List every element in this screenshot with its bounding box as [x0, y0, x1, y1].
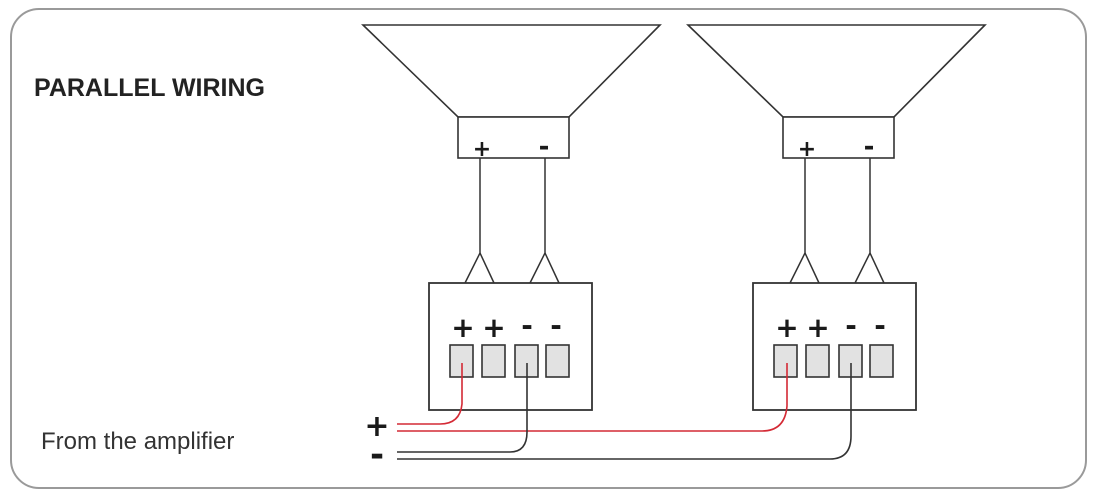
- speaker-1-terminal-housing: [457, 116, 570, 159]
- speaker-1-block-plus-1-label: +: [451, 311, 474, 344]
- speaker-2-plus-lead-fork: [804, 252, 820, 284]
- positive-wire-to-speaker-1: [397, 363, 463, 425]
- speaker-2-minus-lead-fork: [869, 252, 885, 284]
- speaker-2-block-plus-2-label: +: [806, 311, 829, 344]
- speaker-1-block-minus-2-label: -: [550, 309, 562, 342]
- positive-wire-to-speaker-2: [397, 363, 788, 432]
- speaker-1-block-minus-1-label: -: [521, 309, 533, 342]
- speaker-1-terminal-plus-2: [481, 344, 506, 378]
- speaker-1-block-plus-2-label: +: [482, 311, 505, 344]
- speaker-2-terminal-housing: [782, 116, 895, 159]
- speaker-1-minus-label: -: [539, 132, 550, 162]
- speaker-1: + - + + - -: [361, 24, 662, 411]
- speaker-2-terminal-minus-2: [869, 344, 894, 378]
- speaker-1-minus-lead-fork: [544, 252, 560, 284]
- speaker-1-plus-label: +: [473, 137, 491, 162]
- speaker-2-block-minus-1-label: -: [845, 309, 857, 342]
- amplifier-plus-label: +: [364, 409, 389, 444]
- negative-wire-to-speaker-1: [397, 363, 528, 453]
- speaker-2-block-minus-2-label: -: [874, 309, 886, 342]
- speaker-2-terminal-plus-1: [773, 344, 798, 378]
- speaker-2-plus-label: +: [798, 137, 816, 162]
- speaker-1-terminal-minus-2: [545, 344, 570, 378]
- negative-wire-to-speaker-2: [397, 363, 852, 460]
- diagram-title: PARALLEL WIRING: [34, 74, 265, 102]
- speaker-2-minus-label: -: [864, 132, 875, 162]
- speaker-1-plus-lead-fork: [479, 252, 495, 284]
- from-amplifier-label: From the amplifier: [41, 428, 234, 455]
- speaker-2-terminal-plus-2: [805, 344, 830, 378]
- speaker-2: + - + + - -: [686, 24, 987, 411]
- amplifier-minus-label: -: [370, 435, 384, 475]
- speaker-2-block-plus-1-label: +: [775, 311, 798, 344]
